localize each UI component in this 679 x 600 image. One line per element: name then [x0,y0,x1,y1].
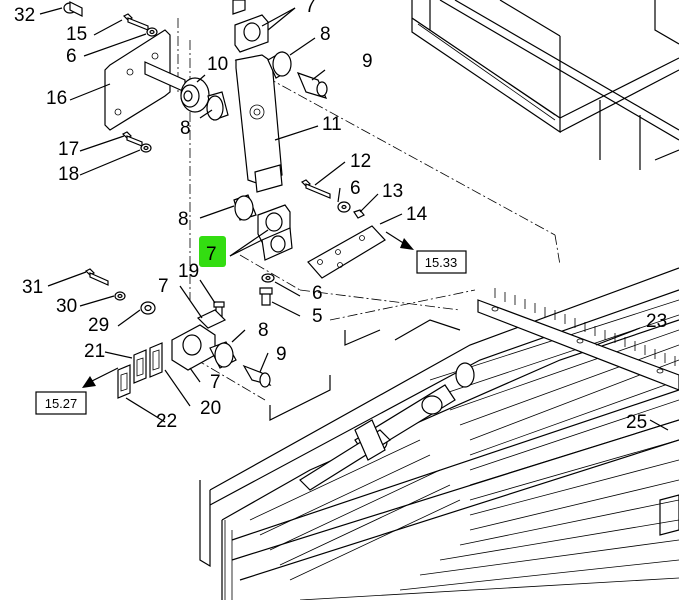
callout-31: 31 [22,277,43,298]
part-32-washer [63,1,83,17]
callout-highlight [199,236,226,267]
callout-8-mid: 8 [178,209,189,230]
callout-21: 21 [84,341,105,362]
callout-20: 20 [200,398,221,419]
knife-bar [477,288,679,391]
callout-12: 12 [350,151,371,172]
callout-8-upper-left: 8 [180,118,191,139]
part-7-clamp-mid [257,204,293,261]
part-6-washer-lower [261,273,275,283]
part-31-bolt [84,268,109,286]
part-6-washer-upper [146,27,158,37]
callout-7-lower: 7 [210,372,221,393]
crop-slats [249,299,679,600]
callout-leaders [39,7,669,431]
callout-6-lower: 6 [312,283,323,304]
part-13-nut [353,209,365,219]
callout-8-upper-right: 8 [320,24,331,45]
part-8-bushing-upper-right [267,51,292,79]
callout-8-lower: 8 [258,320,269,341]
part-14-plate [307,225,386,279]
callout-5: 5 [312,306,323,327]
callout-29: 29 [88,315,109,336]
part-6-washer-mid [337,201,351,213]
callout-14: 14 [406,204,428,225]
callout-17: 17 [58,139,79,160]
callout-9-lower: 9 [276,344,287,365]
part-22-shim [117,364,131,399]
upper-frame-rail [411,0,679,170]
reference-label-15-33: 15.33 [425,255,458,270]
part-8-bushing-upper-left [206,91,229,121]
part-5-stud [259,287,273,306]
callout-23: 23 [646,311,667,332]
part-9-pin-upper [296,71,328,99]
callout-18: 18 [58,164,79,185]
part-8-bushing-mid [233,194,257,221]
part-8-bushing-lower [209,341,237,369]
reference-box-15-27[interactable]: 15.27 [35,391,87,415]
part-9-pin-lower [242,364,272,388]
callout-13: 13 [382,181,403,202]
callout-labels: 32 15 6 16 10 7 8 9 8 11 17 18 12 6 13 1… [14,0,667,433]
drive-shaft [299,362,475,491]
reference-box-15-33[interactable]: 15.33 [416,250,467,274]
part-10-bushing [180,77,210,113]
callout-32: 32 [14,5,35,26]
reference-arrows [82,231,414,388]
callout-30: 30 [56,296,77,317]
part-7-clamp-upper [232,0,269,53]
callout-7-upper: 7 [305,0,316,17]
callout-16: 16 [46,88,67,109]
part-29-washer [140,301,156,315]
callout-10: 10 [207,54,228,75]
callout-25: 25 [626,412,647,433]
part-21-shim [133,342,163,384]
callout-7-highlighted: 7 [206,244,217,265]
lower-frame-rail [199,267,679,600]
part-16-bracket [104,29,186,131]
part-17-bolt [121,131,143,147]
part-11-lever-arm [235,54,283,193]
reference-label-15-27: 15.27 [45,396,78,411]
part-15-bolt [122,13,149,31]
callout-7-lower-upper: 7 [158,276,169,297]
part-18-washer [140,143,152,153]
callout-11: 11 [322,114,342,135]
callout-15: 15 [66,24,87,45]
callout-22: 22 [156,411,177,432]
callout-9-upper: 9 [362,51,373,72]
callout-6-mid: 6 [350,178,361,199]
callout-19: 19 [178,261,199,282]
callout-6-upper: 6 [66,46,77,67]
part-30-washer [114,291,126,301]
part-12-bolt [300,179,331,199]
